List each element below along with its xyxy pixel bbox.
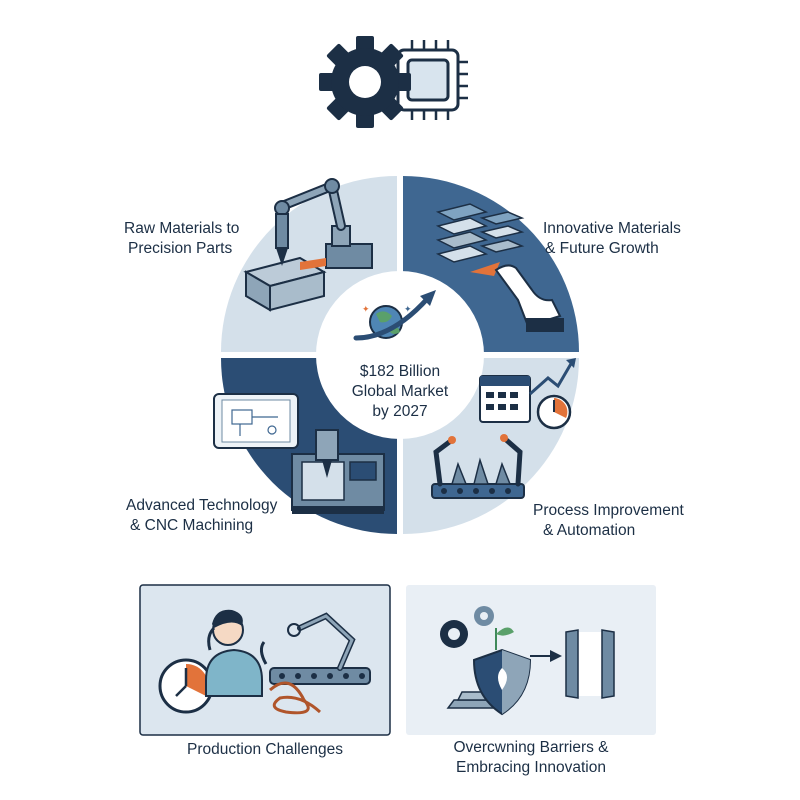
shield-plant-door-icon bbox=[440, 606, 615, 716]
globe-growth-arrow-icon: ✦ ✦ bbox=[353, 290, 436, 341]
svg-text:✦: ✦ bbox=[404, 304, 412, 314]
material-layers-hand-icon bbox=[435, 203, 564, 332]
frustrated-worker-clock-robot-icon bbox=[158, 609, 371, 715]
caption-overcoming-barriers: Overcwning Barriers & Embracing Innovati… bbox=[453, 739, 609, 776]
label-raw-materials: Raw Materials to Precision Parts bbox=[124, 220, 240, 257]
svg-text:✦: ✦ bbox=[362, 304, 370, 314]
center-market-stat: $182 Billion Global Market by 2027 bbox=[351, 363, 449, 420]
label-process-improvement: Process Improvement & Automation bbox=[533, 502, 684, 539]
center-circle bbox=[316, 271, 484, 439]
label-innovative-materials: Innovative Materials & Future Growth bbox=[543, 220, 681, 257]
gear-chip-icon bbox=[319, 36, 468, 128]
cycle-diagram bbox=[221, 176, 579, 534]
label-advanced-technology: Advanced Technology & CNC Machining bbox=[126, 497, 278, 534]
cnc-machine-tablet-icon bbox=[213, 393, 385, 514]
caption-production-challenges: Production Challenges bbox=[187, 741, 343, 758]
robot-arm-metal-block-icon bbox=[243, 178, 373, 312]
calendar-stopwatch-assembly-icon bbox=[431, 358, 576, 499]
